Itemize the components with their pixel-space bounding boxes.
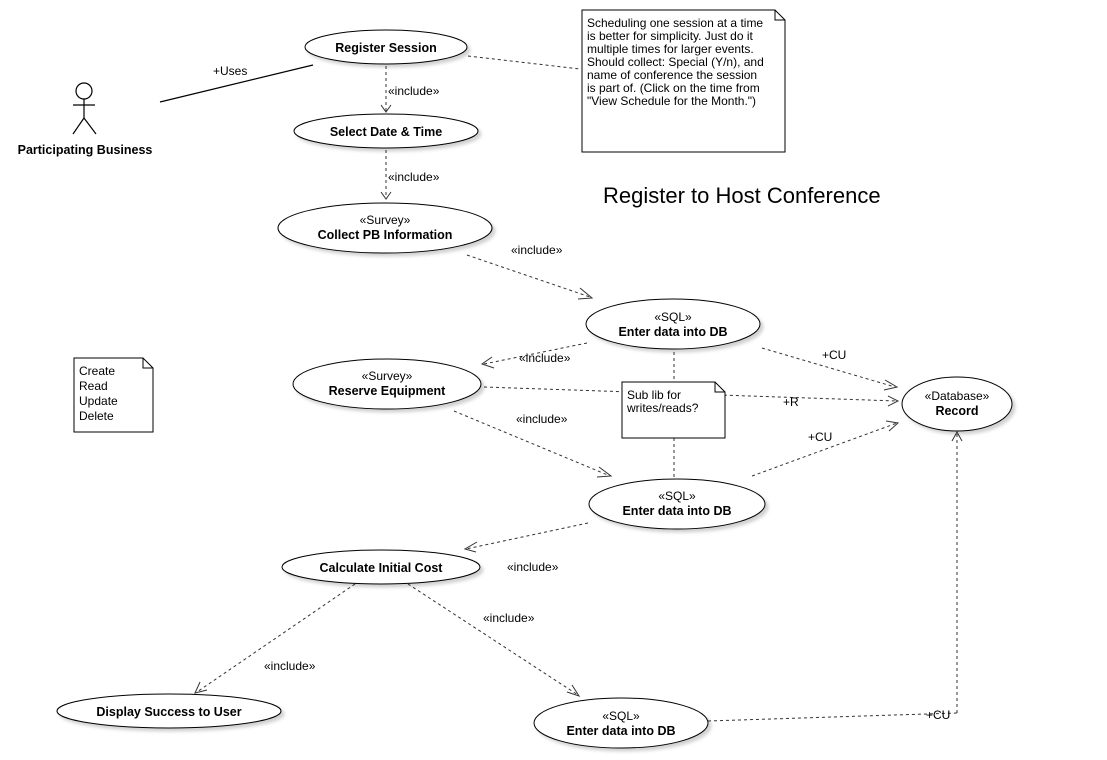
arrowhead xyxy=(885,420,900,432)
use-case-name: Enter data into DB xyxy=(622,504,731,518)
use-case-name: Register Session xyxy=(335,41,436,55)
cu-edge-enterdb2-record xyxy=(751,422,898,477)
include-label: «include» xyxy=(388,170,440,184)
use-case-stereotype: «Survey» xyxy=(360,213,411,227)
use-case-name: Display Success to User xyxy=(96,705,241,719)
use-case-reserve-equipment[interactable]: «Survey» Reserve Equipment xyxy=(292,358,482,410)
cu-label: +CU xyxy=(822,348,846,362)
note-line: Update xyxy=(79,394,118,408)
use-case-stereotype: «Database» xyxy=(925,389,990,403)
note-line: Delete xyxy=(79,409,114,423)
use-case-name: Collect PB Information xyxy=(318,228,453,242)
actor-head xyxy=(75,82,93,100)
cu-label: +CU xyxy=(926,708,950,722)
cu-label: +CU xyxy=(808,430,832,444)
use-case-name: Enter data into DB xyxy=(566,724,675,738)
note-line: Scheduling one session at a time xyxy=(587,16,763,30)
include-edge-calc-display xyxy=(196,583,356,693)
arrowhead xyxy=(194,681,208,694)
use-case-name: Select Date & Time xyxy=(330,125,442,139)
note-scheduling[interactable]: Scheduling one session at a time is bett… xyxy=(581,9,786,153)
cu-edge-enterdb3-record xyxy=(707,712,958,722)
include-label: «include» xyxy=(511,243,563,257)
include-edge-collect-enterdb1 xyxy=(466,254,591,298)
use-case-calculate-initial-cost[interactable]: Calculate Initial Cost xyxy=(281,549,481,585)
use-case-stereotype: «SQL» xyxy=(654,310,692,324)
note-crud[interactable]: Create Read Update Delete xyxy=(73,357,154,433)
note-line: Should collect: Special (Y/n), and xyxy=(587,55,764,69)
use-case-register-session[interactable]: Register Session xyxy=(304,29,468,65)
include-edge-calc-enterdb3 xyxy=(407,583,579,696)
note-line: Read xyxy=(79,379,108,393)
use-case-enter-data-db-1[interactable]: «SQL» Enter data into DB xyxy=(585,298,761,350)
actor-participating-business[interactable] xyxy=(72,82,97,135)
note-line: writes/reads? xyxy=(626,401,699,415)
use-case-stereotype: «Survey» xyxy=(362,369,413,383)
note-scheduling-text: Scheduling one session at a time is bett… xyxy=(587,16,767,108)
include-edge-reserve-enterdb2 xyxy=(453,410,611,477)
r-label: +R xyxy=(783,395,799,409)
arrowhead xyxy=(596,466,613,478)
cu-edge-enterdb1-record xyxy=(761,347,896,388)
use-case-enter-data-db-3[interactable]: «SQL» Enter data into DB xyxy=(533,697,709,749)
include-label: «include» xyxy=(388,84,440,98)
arrowhead xyxy=(887,395,900,407)
include-label: «include» xyxy=(507,560,559,574)
use-case-name: Record xyxy=(935,404,978,418)
actor-leg-left xyxy=(72,117,85,135)
arrowhead xyxy=(566,684,581,697)
include-label: «include» xyxy=(519,351,571,365)
arrowhead xyxy=(380,191,392,200)
arrowhead xyxy=(380,104,392,113)
note-line: name of conference the session xyxy=(587,68,757,82)
include-label: «include» xyxy=(516,412,568,426)
arrowhead xyxy=(577,287,594,300)
use-case-stereotype: «SQL» xyxy=(602,709,640,723)
include-label: «include» xyxy=(264,659,316,673)
include-label: «include» xyxy=(483,611,535,625)
note-line: multiple times for larger events. xyxy=(587,42,754,56)
use-case-record[interactable]: «Database» Record xyxy=(901,376,1013,432)
diagram-title: Register to Host Conference xyxy=(603,183,881,208)
note-sublib-text: Sub lib for writes/reads? xyxy=(626,388,699,415)
arrowhead xyxy=(480,356,495,369)
note-sublib[interactable]: Sub lib for writes/reads? xyxy=(621,381,726,439)
use-case-name: Calculate Initial Cost xyxy=(320,561,444,575)
note-anchor-scheduling xyxy=(467,55,581,70)
arrowheads xyxy=(194,104,963,697)
include-edge-enterdb2-calc xyxy=(465,522,589,550)
use-case-select-date-time[interactable]: Select Date & Time xyxy=(293,113,479,149)
use-case-stereotype: «SQL» xyxy=(658,489,696,503)
note-line: Sub lib for xyxy=(627,388,681,402)
association-label: +Uses xyxy=(213,64,247,78)
use-case-enter-data-db-2[interactable]: «SQL» Enter data into DB xyxy=(588,478,766,530)
actor-name: Participating Business xyxy=(18,143,153,157)
use-case-name: Reserve Equipment xyxy=(329,384,447,398)
arrowhead xyxy=(951,430,963,442)
use-case-display-success[interactable]: Display Success to User xyxy=(56,693,282,729)
note-line: Create xyxy=(79,364,115,378)
arrowhead xyxy=(883,379,899,391)
association-line xyxy=(159,64,314,103)
note-crud-text: Create Read Update Delete xyxy=(79,364,121,423)
use-case-name: Enter data into DB xyxy=(618,325,727,339)
note-line: is better for simplicity. Just do it xyxy=(587,29,753,43)
use-case-collect-pb-information[interactable]: «Survey» Collect PB Information xyxy=(277,202,493,254)
note-line: is part of. (Click on the time from xyxy=(587,81,760,95)
arrowhead xyxy=(463,541,478,553)
actor-leg-right xyxy=(83,117,97,135)
note-line: "View Schedule for the Month.") xyxy=(587,94,756,108)
